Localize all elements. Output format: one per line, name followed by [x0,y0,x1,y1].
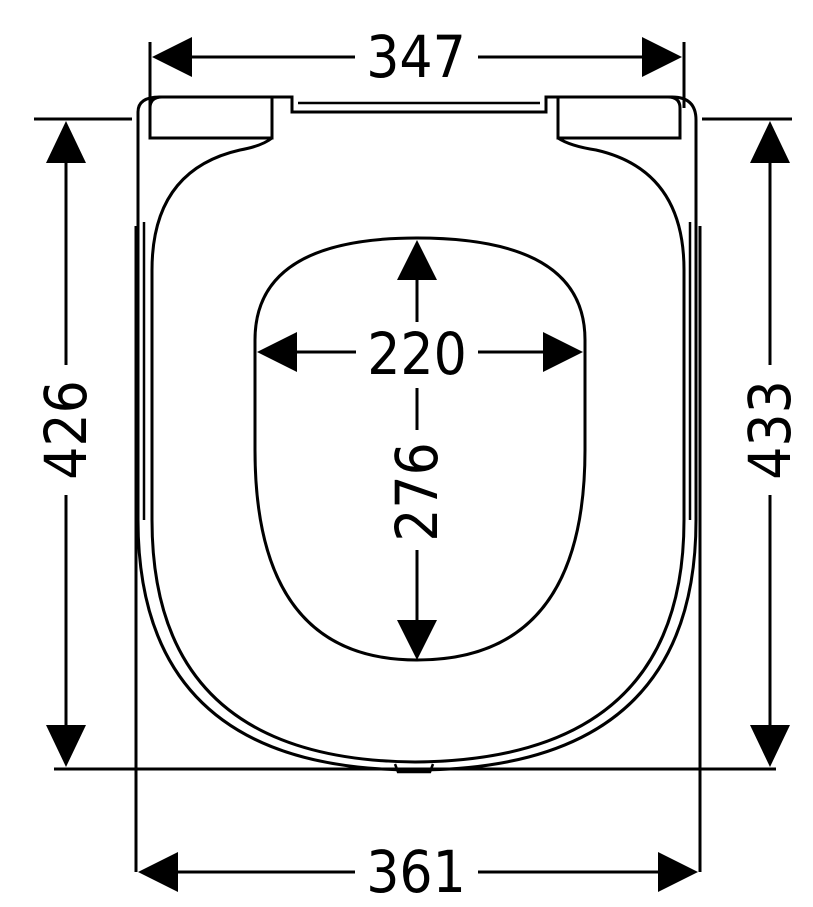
dim-opening-width-arrow-left [257,332,297,372]
hinge-bar [272,95,558,114]
dim-left-arrow-bottom [46,725,86,767]
dim-right-arrow-top [750,121,790,163]
dim-right-arrow-bottom [750,725,790,767]
dim-opening-height: 276 [383,442,451,542]
dim-left-arrow-top [46,121,86,163]
seat-inner-ring [150,136,686,764]
seat-outer-outline-right [556,95,682,140]
dim-opening-height-arrow-bottom [397,620,437,660]
dim-top-width: 347 [366,23,466,91]
seat-outer-outline [148,95,274,140]
dim-opening-width-arrow-right [543,332,583,372]
seat-opening [253,236,587,662]
dim-left-height: 426 [32,380,100,480]
dim-bottom-width: 361 [366,838,466,906]
dim-opening-width: 220 [367,320,467,388]
seat-lid-outline [136,95,698,772]
dim-bottom-arrow-right [658,852,698,892]
dim-top-arrow-right [642,37,682,77]
dim-top-arrow-left [152,37,192,77]
dim-right-height: 433 [736,380,804,480]
dim-bottom-arrow-left [138,852,178,892]
dim-opening-height-arrow-top [397,240,437,280]
